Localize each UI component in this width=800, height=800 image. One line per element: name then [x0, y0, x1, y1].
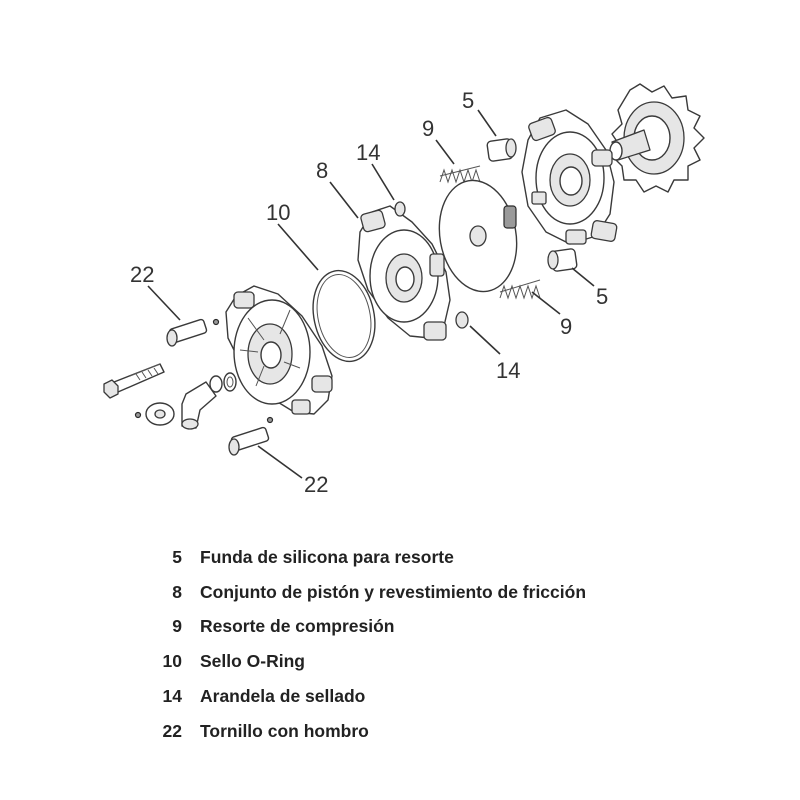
legend-row: 8 Conjunto de pistón y revestimiento de …	[150, 575, 710, 610]
leader-5-upper	[477, 109, 497, 137]
parts-legend: 5 Funda de silicona para resorte 8 Conju…	[150, 540, 710, 749]
leader-8	[329, 181, 359, 219]
o-ring-part	[312, 269, 376, 363]
legend-description: Resorte de compresión	[200, 616, 395, 637]
leader-10	[277, 223, 319, 271]
legend-number: 8	[172, 581, 182, 602]
legend-row: 5 Funda de silicona para resorte	[150, 540, 710, 575]
legend-description: Arandela de sellado	[200, 686, 366, 707]
sealing-washer-upper	[394, 201, 406, 217]
flange-washer-part	[134, 402, 175, 426]
legend-description: Sello O-Ring	[200, 651, 305, 672]
leader-9-upper	[435, 139, 455, 165]
callout-5-lower: 5	[596, 284, 608, 309]
callout-22-upper: 22	[130, 262, 154, 287]
spline-gear-part	[609, 83, 705, 193]
callout-8: 8	[316, 158, 328, 183]
legend-row: 14 Arandela de sellado	[150, 679, 710, 714]
callout-5-upper: 5	[462, 88, 474, 113]
friction-disc-part	[438, 179, 518, 293]
long-bolt-part	[103, 363, 165, 399]
legend-description: Tornillo con hombro	[200, 720, 369, 741]
legend-number: 22	[162, 720, 182, 741]
callout-9-upper: 9	[422, 116, 434, 141]
legend-row: 10 Sello O-Ring	[150, 644, 710, 679]
silicone-sleeve-lower	[547, 248, 578, 272]
callout-10: 10	[266, 200, 290, 225]
housing-cover-part	[225, 285, 333, 415]
compression-spring-lower	[499, 279, 541, 300]
leader-14-upper	[371, 163, 395, 201]
leader-14-lower	[469, 325, 501, 355]
exploded-parts-diagram: 5 9 14 8 10 22 5 9 14 22	[103, 83, 705, 497]
legend-row: 22 Tornillo con hombro	[150, 714, 710, 749]
sealing-washer-lower	[455, 311, 469, 329]
legend-description: Funda de silicona para resorte	[200, 546, 454, 567]
shoulder-screw-upper	[166, 318, 220, 347]
leader-5-lower	[571, 267, 595, 287]
silicone-sleeve-upper	[486, 138, 517, 162]
callout-14-lower: 14	[496, 358, 520, 383]
compression-spring-upper	[439, 165, 481, 184]
legend-row: 9 Resorte de compresión	[150, 610, 710, 645]
piston-housing-part	[357, 205, 451, 341]
shoulder-screw-lower	[228, 416, 274, 456]
leader-22-lower	[257, 445, 303, 479]
leader-9-lower	[531, 291, 561, 315]
legend-description: Conjunto de pistón y revestimiento de fr…	[200, 581, 587, 602]
legend-number: 9	[172, 616, 182, 637]
callout-22-lower: 22	[304, 472, 328, 497]
callout-14-upper: 14	[356, 140, 380, 165]
legend-number: 5	[172, 546, 182, 567]
pressure-plate-part	[521, 109, 618, 245]
legend-number: 10	[162, 651, 182, 672]
legend-number: 14	[162, 686, 182, 707]
leader-22-upper	[147, 285, 181, 321]
callout-9-lower: 9	[560, 314, 572, 339]
elbow-fitting-part	[181, 372, 237, 430]
